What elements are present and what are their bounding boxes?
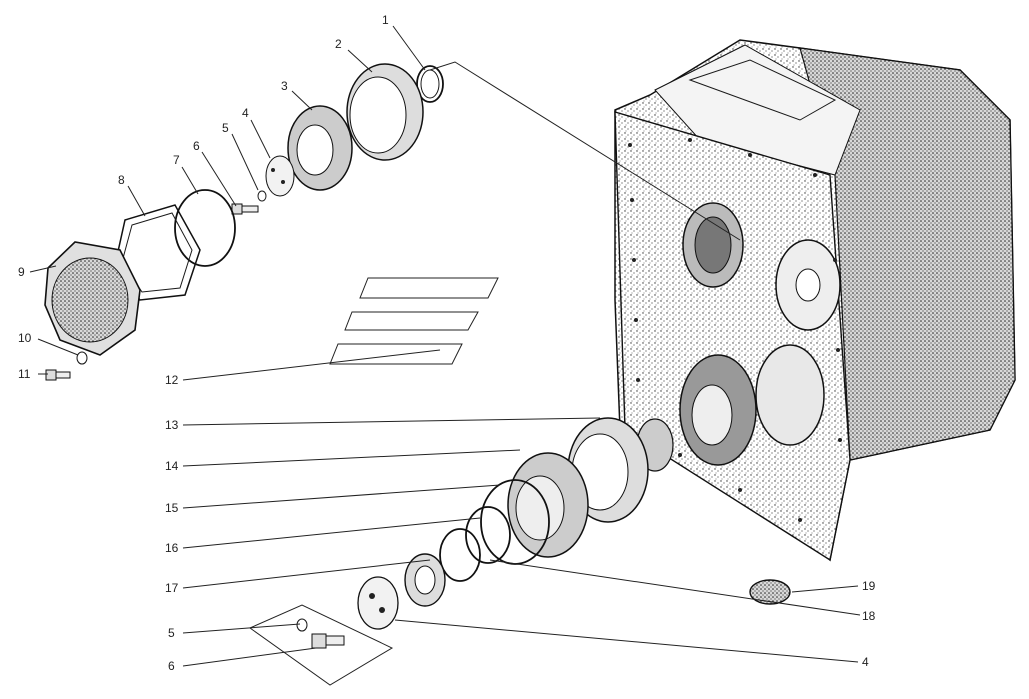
part-plug [749,579,791,605]
callout-18: 18 [862,609,876,623]
callout-15: 15 [165,501,179,515]
callout-11: 11 [18,367,31,381]
part-bearing [287,105,353,191]
callout-5a: 5 [222,121,229,135]
callout-4b: 4 [862,655,869,669]
part-washer-small [76,351,88,365]
part-lock-washer-lower [296,618,308,632]
part-bolt-small [45,369,71,381]
leader-lines [29,25,861,686]
callout-3: 3 [281,79,288,93]
part-snap-ring [465,506,511,564]
callout-16: 16 [165,541,179,555]
part-washer-plate [265,155,295,197]
callout-17: 17 [165,581,179,595]
callout-1: 1 [382,13,389,27]
part-splined-hub [404,553,446,607]
callout-9: 9 [18,265,25,279]
callout-8: 8 [118,173,125,187]
part-bearing-cup [346,63,424,161]
callout-13: 13 [165,418,179,432]
callout-14: 14 [165,459,179,473]
callout-19: 19 [862,579,876,593]
callout-6b: 6 [168,659,175,673]
callout-6a: 6 [193,139,200,153]
part-o-ring-lower [439,528,481,582]
callout-2: 2 [335,37,342,51]
part-bearing-lower [507,452,589,558]
callout-12: 12 [165,373,179,387]
callout-4a: 4 [242,106,249,120]
part-o-ring [174,189,236,267]
callout-5b: 5 [168,626,175,640]
part-bolt-lower [311,633,345,649]
part-cover [44,241,141,356]
part-washer-plate-lower [357,576,399,630]
callout-7: 7 [173,153,180,167]
gearbox-housing [614,39,1016,562]
part-lock-washer [257,190,267,202]
callout-10: 10 [18,331,32,345]
